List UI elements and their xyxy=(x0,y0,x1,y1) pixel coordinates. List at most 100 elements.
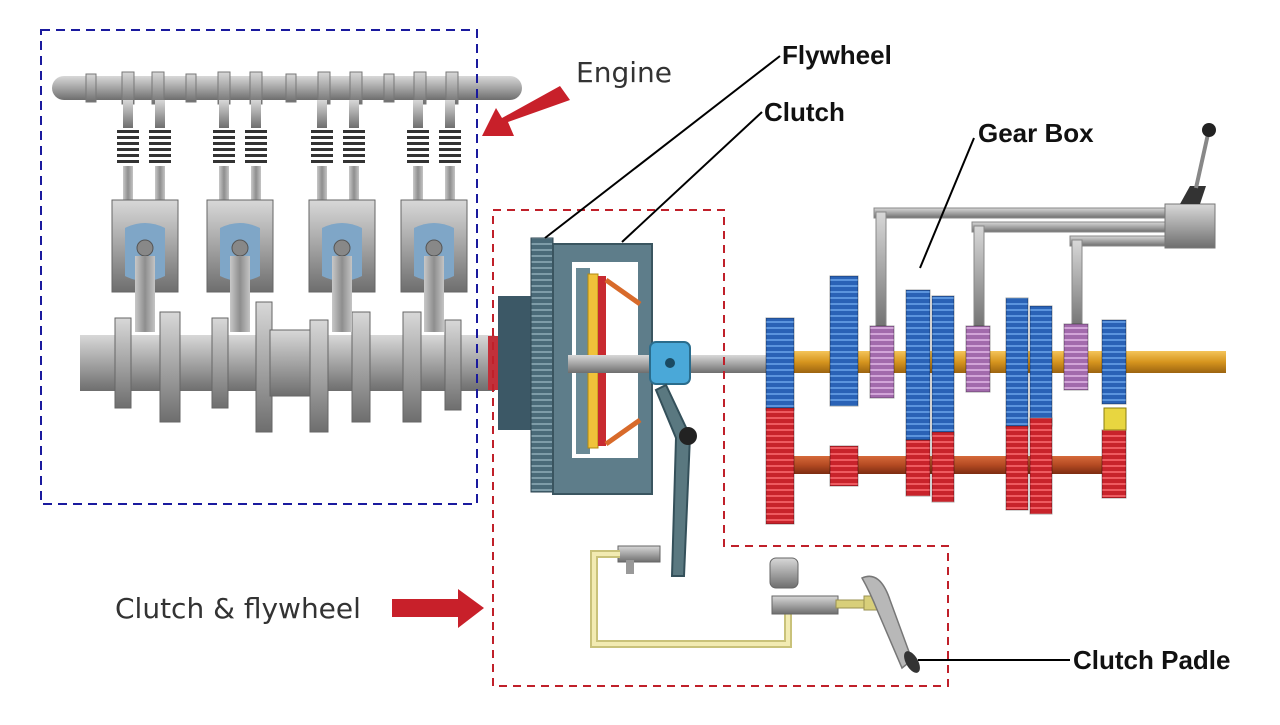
valve-stem xyxy=(413,100,423,128)
valve-spring-coil xyxy=(311,142,333,145)
gear-main-1 xyxy=(765,317,795,411)
valve-rod xyxy=(219,166,229,202)
engine-boundary-box xyxy=(40,29,478,505)
valve-spring-coil xyxy=(311,130,333,133)
valve-spring-coil xyxy=(311,136,333,139)
engine-label: Engine xyxy=(576,56,672,89)
connecting-rod xyxy=(424,256,444,332)
piston-pin xyxy=(333,239,351,257)
valve-spring-coil xyxy=(149,142,171,145)
synchro-2 xyxy=(965,325,991,393)
valve-rod xyxy=(349,166,359,202)
pistons xyxy=(111,199,468,332)
valve-spring-coil xyxy=(439,136,461,139)
valve-spring-coil xyxy=(343,136,365,139)
clutch-leader-line xyxy=(621,111,763,243)
valve-spring-coil xyxy=(245,130,267,133)
valve-stem xyxy=(349,100,359,128)
valve-spring-coil xyxy=(407,160,429,163)
valve-spring-coil xyxy=(439,154,461,157)
clutch-label: Clutch xyxy=(764,97,845,127)
valve-spring-coil xyxy=(213,154,235,157)
valve-stem xyxy=(317,100,327,128)
flywheel-ring-gear xyxy=(530,237,554,493)
valve-springs xyxy=(117,100,461,202)
crank-webs xyxy=(114,301,462,433)
valve-spring-coil xyxy=(245,142,267,145)
clutch-padle-label: Clutch Padle xyxy=(1073,645,1231,675)
gearbox-assembly xyxy=(765,123,1226,525)
valve-rod xyxy=(123,166,133,202)
gear-main-7 xyxy=(1101,319,1127,405)
connecting-rod xyxy=(135,256,155,332)
release-fork xyxy=(654,383,692,577)
valve-rod xyxy=(445,166,455,202)
valve-rod xyxy=(413,166,423,202)
valve-spring-coil xyxy=(117,136,139,139)
valve-spring-coil xyxy=(439,142,461,145)
diaphragm-spring xyxy=(604,277,642,447)
gear-counter-3 xyxy=(905,439,931,497)
valve-spring-coil xyxy=(245,154,267,157)
valve-spring-coil xyxy=(213,136,235,139)
gear-main-4 xyxy=(931,295,955,437)
valve-spring-coil xyxy=(407,130,429,133)
hydraulic-line xyxy=(590,550,792,648)
gear-counter-2 xyxy=(829,445,859,487)
engine-assembly xyxy=(52,71,522,433)
gear-main-6 xyxy=(1029,305,1053,427)
valve-spring-coil xyxy=(407,148,429,151)
valve-spring-coil xyxy=(311,154,333,157)
fork-pivot xyxy=(679,427,697,445)
valve-spring-coil xyxy=(213,148,235,151)
valve-rod xyxy=(317,166,327,202)
valve-spring-coil xyxy=(213,142,235,145)
valve-spring-coil xyxy=(439,130,461,133)
shift-rods xyxy=(873,207,1171,333)
valve-spring-coil xyxy=(245,148,267,151)
engine-arrow xyxy=(482,86,570,136)
valve-spring-coil xyxy=(439,148,461,151)
gears xyxy=(765,275,1127,525)
valve-spring-coil xyxy=(213,160,235,163)
valve-spring-coil xyxy=(149,154,171,157)
gear-counter-1 xyxy=(765,407,795,525)
valve-spring-coil xyxy=(117,130,139,133)
valve-spring-coil xyxy=(149,160,171,163)
valve-spring-coil xyxy=(245,136,267,139)
valve-stem xyxy=(219,100,229,128)
gear-lever-boot xyxy=(1180,186,1206,204)
gear-main-3 xyxy=(905,289,931,441)
flywheel-label: Flywheel xyxy=(782,40,892,70)
piston-pin xyxy=(425,239,443,257)
master-cylinder xyxy=(771,595,839,615)
clutch-boundary-box xyxy=(492,209,949,687)
piston-pin xyxy=(231,239,249,257)
valve-spring-coil xyxy=(343,154,365,157)
gear-lever xyxy=(1194,133,1210,189)
gear-lever-knob xyxy=(1202,123,1216,137)
valve-spring-coil xyxy=(407,136,429,139)
valve-spring-coil xyxy=(311,148,333,151)
piston-pin xyxy=(136,239,154,257)
valve-spring-coil xyxy=(149,130,171,133)
valve-spring-coil xyxy=(311,160,333,163)
gear-main-2 xyxy=(829,275,859,407)
valve-rod xyxy=(155,166,165,202)
flywheel-leader-line xyxy=(544,55,781,239)
valve-spring-coil xyxy=(117,154,139,157)
valve-spring-coil xyxy=(343,142,365,145)
gear-counter-5 xyxy=(1005,425,1029,511)
valve-stem xyxy=(155,100,165,128)
connecting-rod xyxy=(332,256,352,332)
valve-spring-coil xyxy=(343,160,365,163)
valve-spring-coil xyxy=(407,154,429,157)
reservoir xyxy=(769,557,799,589)
valve-spring-coil xyxy=(149,148,171,151)
valve-stem xyxy=(123,100,133,128)
connecting-rod xyxy=(230,256,250,332)
valve-spring-coil xyxy=(117,148,139,151)
clutch-flywheel-assembly xyxy=(488,237,920,673)
valve-spring-coil xyxy=(149,136,171,139)
